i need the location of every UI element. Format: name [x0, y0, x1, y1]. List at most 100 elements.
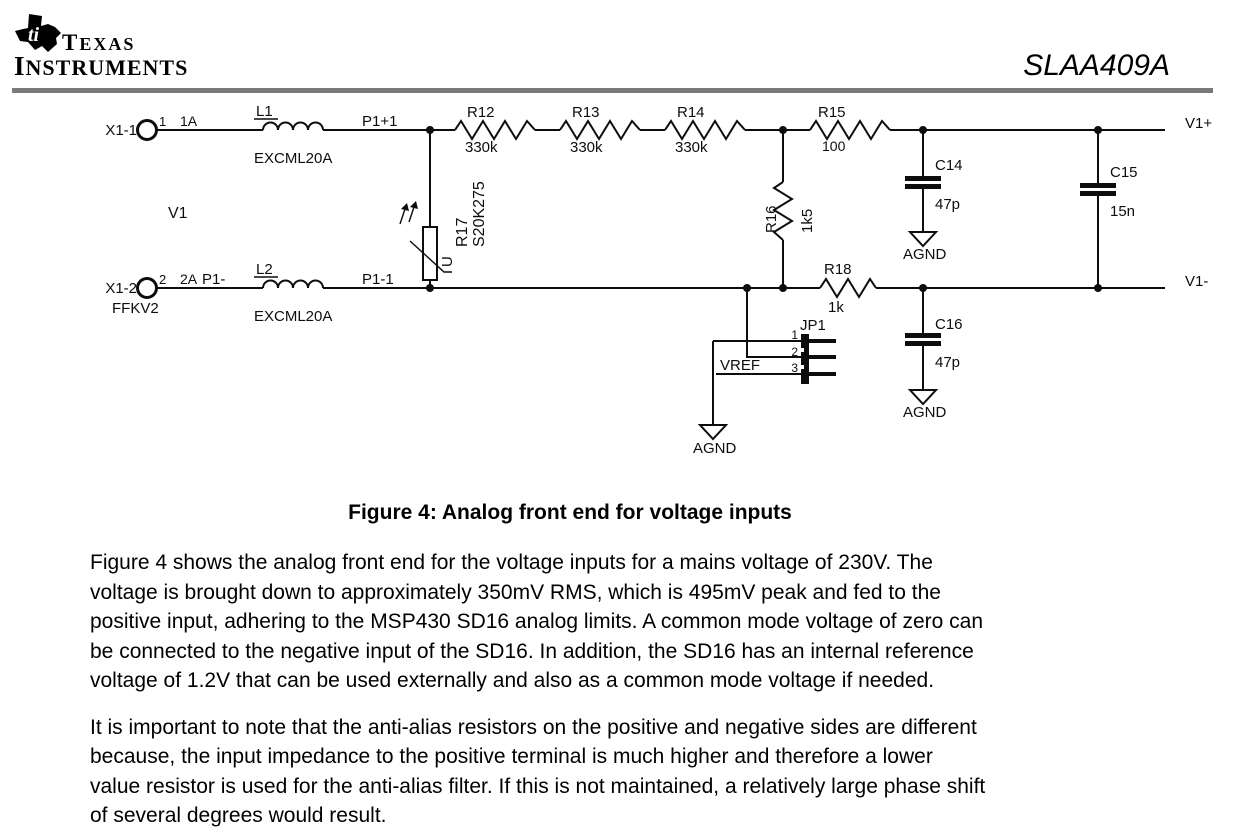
terminal-x1-1: X1-1 1 1A — [105, 113, 198, 141]
net-v1plus-label: V1+ — [1185, 115, 1212, 132]
resistor-zigzag-icon — [454, 119, 536, 141]
ti-texas-logo-icon: ti — [15, 14, 61, 52]
c15-value-label: 15n — [1110, 203, 1135, 220]
varistor-body-icon — [422, 226, 438, 281]
resistor-r14: R14 330k — [664, 104, 746, 156]
agnd-symbol-c14: AGND — [903, 231, 947, 263]
resistor-zigzag-icon — [819, 277, 877, 299]
r18-ref-label: R18 — [824, 261, 852, 278]
header-rule — [12, 88, 1213, 93]
r12-value-label: 330k — [465, 139, 498, 156]
pin-header-notch — [801, 365, 804, 369]
brand-texas: TEXAS — [62, 30, 136, 55]
net-2a-label: 2A — [180, 271, 198, 287]
paragraph-2: It is important to note that the anti-al… — [90, 715, 986, 828]
paragraph-1: Figure 4 shows the analog front end for … — [90, 551, 984, 692]
r17-symbol-letter: U — [439, 256, 456, 267]
texas-shape — [15, 14, 61, 52]
r16-ref-label: R16 — [763, 205, 780, 233]
r14-ref-label: R14 — [677, 104, 705, 121]
varistor-arrowhead-icon — [410, 201, 418, 209]
c16-ref-label: C16 — [935, 316, 963, 333]
resistor-r18: R18 1k — [819, 261, 877, 316]
resistor-r15: R15 100 — [809, 104, 891, 154]
r12-ref-label: R12 — [467, 104, 495, 121]
ground-triangle-icon — [697, 424, 729, 441]
capacitor-c16: C16 47p — [905, 316, 963, 371]
agnd-label: AGND — [903, 246, 947, 263]
capacitor-plate-icon — [905, 176, 941, 181]
capacitor-plate-icon — [905, 184, 941, 189]
ground-triangle-icon — [907, 389, 939, 406]
capacitor-plate-icon — [1080, 183, 1116, 188]
inductor-l2: L2 EXCML20A — [254, 261, 332, 325]
ti-monogram: ti — [28, 24, 40, 46]
pin-header-bar-icon — [801, 334, 809, 384]
r15-value-label: 100 — [822, 138, 846, 154]
pin-header-notch — [801, 348, 804, 352]
x1-2-value-label: FFKV2 — [112, 300, 159, 317]
terminal-pad-icon — [136, 277, 158, 299]
varistor-arrowhead-icon — [401, 203, 409, 211]
resistor-zigzag-icon — [809, 119, 891, 141]
resistor-zigzag-icon — [664, 119, 746, 141]
pin-header-stubs-icon — [809, 339, 836, 376]
jp1-pin2-label: 2 — [791, 345, 798, 359]
resistor-zigzag-icon — [559, 119, 641, 141]
agnd-label: AGND — [903, 404, 947, 421]
r13-ref-label: R13 — [572, 104, 600, 121]
r16-value-label: 1k5 — [799, 209, 816, 233]
net-vref-label: VREF — [720, 357, 760, 374]
l1-value-label: EXCML20A — [254, 150, 332, 167]
resistor-zigzag-icon — [772, 181, 794, 241]
x1-1-ref-label: X1-1 — [105, 122, 137, 139]
r14-value-label: 330k — [675, 139, 708, 156]
body-text: Figure 4 shows the analog front end for … — [90, 548, 1185, 839]
c16-value-label: 47p — [935, 354, 960, 371]
resistor-r16: R16 1k5 — [763, 181, 816, 241]
figure-caption: Figure 4: Analog front end for voltage i… — [348, 501, 792, 524]
c14-ref-label: C14 — [935, 157, 963, 174]
l2-value-label: EXCML20A — [254, 308, 332, 325]
net-p1minus-label: P1- — [202, 271, 225, 288]
r17-value-label: S20K275 — [471, 181, 488, 247]
jp1-pin3-label: 3 — [791, 361, 798, 375]
brand-instruments: INSTRUMENTS — [14, 51, 189, 81]
c14-value-label: 47p — [935, 196, 960, 213]
r17-ref-label: R17 — [454, 218, 471, 247]
capacitor-plate-icon — [905, 341, 941, 346]
jumper-jp1: JP1 1 2 3 — [791, 317, 836, 384]
terminal-pad-icon — [136, 119, 158, 141]
document-number: SLAA409A — [1023, 49, 1170, 82]
voltage-input-schematic: X1-1 1 1A L1 EXCML20A P1+1 R12 330k R13 … — [105, 103, 1212, 457]
x1-2-pin-label: 2 — [159, 272, 166, 287]
resistor-r12: R12 330k — [454, 104, 536, 156]
l1-ref-label: L1 — [256, 103, 273, 120]
resistor-r13: R13 330k — [559, 104, 641, 156]
agnd-symbol-c16: AGND — [903, 389, 947, 421]
capacitor-plate-icon — [905, 333, 941, 338]
net-v1-label: V1 — [168, 205, 188, 222]
x1-1-pin-label: 1 — [159, 114, 166, 129]
r18-value-label: 1k — [828, 299, 844, 316]
capacitor-c14: C14 47p — [905, 157, 963, 213]
jp1-ref-label: JP1 — [800, 317, 826, 334]
inductor-coil-icon — [262, 121, 324, 131]
terminal-x1-2: X1-2 2 2A FFKV2 — [105, 271, 197, 317]
capacitor-c15: C15 15n — [1080, 164, 1138, 220]
x1-2-ref-label: X1-2 — [105, 280, 137, 297]
inductor-coil-icon — [262, 279, 324, 289]
agnd-symbol-jp1: AGND — [693, 424, 737, 457]
l2-ref-label: L2 — [256, 261, 273, 278]
jp1-pin1-label: 1 — [791, 328, 798, 342]
net-p1minus1-label: P1-1 — [362, 271, 394, 288]
junction-dots — [426, 126, 1102, 292]
varistor-stroke-icon — [409, 240, 452, 273]
net-p1plus1-label: P1+1 — [362, 113, 397, 130]
agnd-label: AGND — [693, 440, 737, 457]
r13-value-label: 330k — [570, 139, 603, 156]
inductor-l1: L1 EXCML20A — [254, 103, 332, 167]
net-1a-label: 1A — [180, 113, 198, 129]
c15-ref-label: C15 — [1110, 164, 1138, 181]
